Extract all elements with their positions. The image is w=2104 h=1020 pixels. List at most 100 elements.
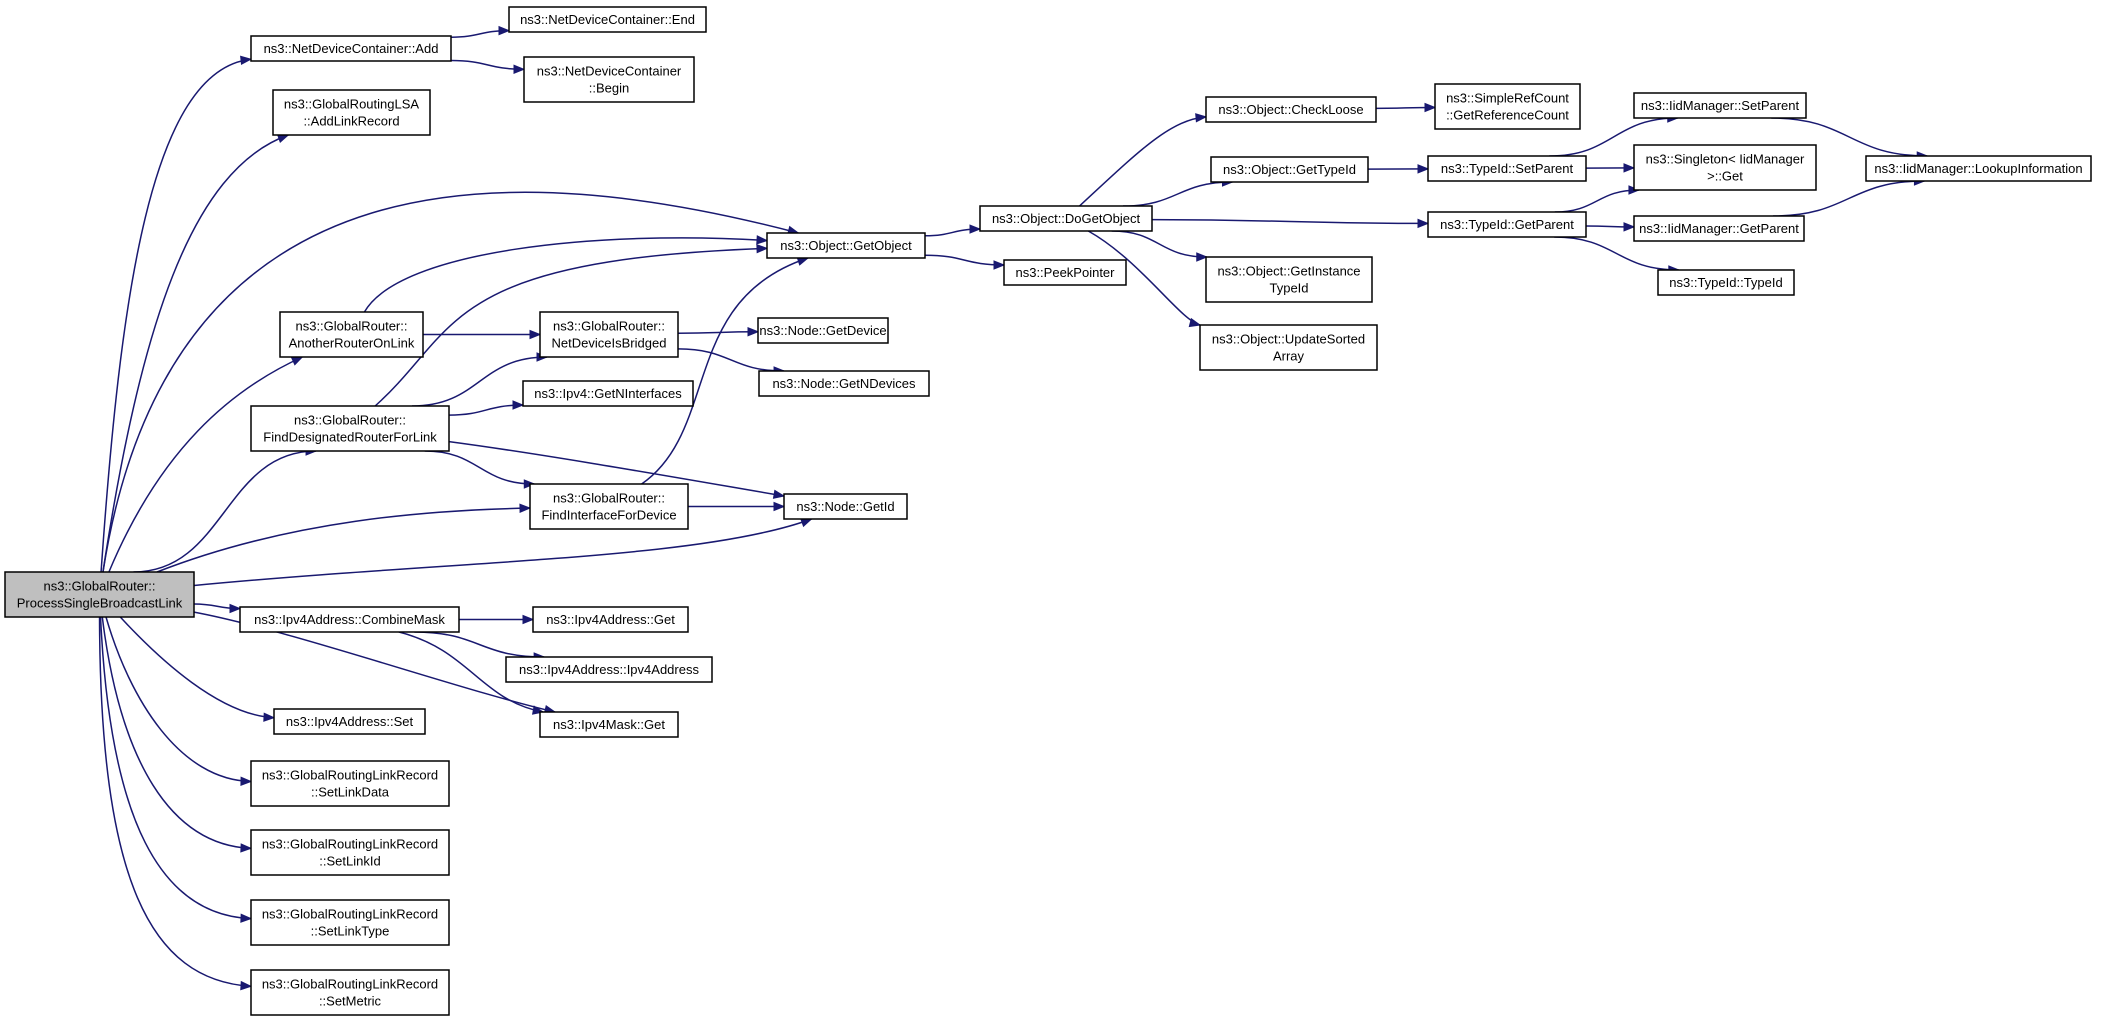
edge-net_device_container_add-to-net_device_container_begin [450,59,526,75]
node-label: ns3::GlobalRouter:: [295,319,407,334]
arrow-head [1417,164,1430,174]
node-global-routing-link-record-set-link-data[interactable]: ns3::GlobalRoutingLinkRecord::SetLinkDat… [250,760,450,807]
node-object-do-get-object[interactable]: ns3::Object::DoGetObject [979,205,1153,232]
node-box[interactable] [539,711,679,738]
node-box[interactable] [1427,155,1587,182]
node-global-routing-link-record-set-metric[interactable]: ns3::GlobalRoutingLinkRecord::SetMetric [250,969,450,1016]
node-singleton-iid-manager-get[interactable]: ns3::Singleton< IidManager >::Get [1633,144,1817,191]
node-node-get-device[interactable]: ns3::Node::GetDevice [757,317,889,344]
node-global-router-net-device-is-bridged[interactable]: ns3::GlobalRouter::NetDeviceIsBridged [539,311,679,358]
node-box[interactable] [1427,211,1587,238]
node-box[interactable] [1865,155,2092,182]
edge-type_id_set_parent-to-singleton_iid_manager_get [1585,163,1636,173]
node-box[interactable] [532,606,689,633]
node-box[interactable] [979,205,1153,232]
node-ipv4-address-combine-mask[interactable]: ns3::Ipv4Address::CombineMask [239,606,460,633]
node-box[interactable] [758,370,930,397]
node-box[interactable] [508,6,707,33]
arrow-head [512,400,525,410]
arrow-head [1188,317,1202,328]
node-global-router-find-designated-router-for-link[interactable]: ns3::GlobalRouter::FindDesignatedRouterF… [250,405,450,452]
node-type-id-set-parent[interactable]: ns3::TypeId::SetParent [1427,155,1587,182]
node-box[interactable] [1003,259,1127,286]
node-iid-manager-lookup-information[interactable]: ns3::IidManager::LookupInformation [1865,155,2092,182]
node-object-get-type-id[interactable]: ns3::Object::GetTypeId [1210,156,1369,183]
node-box[interactable] [1633,144,1817,191]
node-box[interactable] [1210,156,1369,183]
node-box[interactable] [1657,269,1795,296]
node-process-single-broadcast-link[interactable]: ns3::GlobalRouter::ProcessSingleBroadcas… [4,571,195,618]
node-box[interactable] [250,899,450,946]
node-box[interactable] [1199,324,1378,371]
node-box[interactable] [250,405,450,452]
node-box[interactable] [757,317,889,344]
arrow-head [756,235,769,245]
node-type-id-get-parent[interactable]: ns3::TypeId::GetParent [1427,211,1587,238]
node-box[interactable] [1205,96,1377,123]
node-box[interactable] [4,571,195,618]
node-label: ns3::GlobalRoutingLSA [284,97,419,112]
edge-line [398,631,544,713]
node-ipv4-address-get[interactable]: ns3::Ipv4Address::Get [532,606,689,633]
node-box[interactable] [273,708,426,735]
node-box[interactable] [250,760,450,807]
node-box[interactable] [766,232,926,259]
arrow-head [240,843,253,853]
node-label: ns3::Ipv4Address::Set [286,714,414,729]
node-simple-ref-count-get-reference-count[interactable]: ns3::SimpleRefCount::GetReferenceCount [1434,83,1581,130]
node-node-get-n-devices[interactable]: ns3::Node::GetNDevices [758,370,930,397]
node-global-router-find-interface-for-device[interactable]: ns3::GlobalRouter::FindInterfaceForDevic… [529,483,689,530]
node-box[interactable] [783,493,908,520]
node-box[interactable] [1633,215,1805,242]
node-label: ns3::TypeId::GetParent [1440,217,1574,232]
arrow-head [229,603,242,614]
node-ipv4-address-ipv4-address[interactable]: ns3::Ipv4Address::Ipv4Address [505,656,713,683]
node-box[interactable] [522,380,694,407]
node-object-check-loose[interactable]: ns3::Object::CheckLoose [1205,96,1377,123]
node-label: AnotherRouterOnLink [289,336,415,351]
node-global-routing-link-record-set-link-id[interactable]: ns3::GlobalRoutingLinkRecord::SetLinkId [250,829,450,876]
node-net-device-container-begin[interactable]: ns3::NetDeviceContainer::Begin [523,56,695,103]
arrow-head [522,614,535,625]
node-iid-manager-set-parent[interactable]: ns3::IidManager::SetParent [1633,92,1807,119]
node-type-id-type-id[interactable]: ns3::TypeId::TypeId [1657,269,1795,296]
node-global-router-another-router-on-link[interactable]: ns3::GlobalRouter::AnotherRouterOnLink [279,311,424,358]
node-object-get-object[interactable]: ns3::Object::GetObject [766,232,926,259]
edge-process_single_broadcast_link-to-ipv4_address_set [119,616,276,722]
node-box[interactable] [539,311,679,358]
arrow-head [290,356,304,366]
edge-line [1554,189,1639,213]
node-peek-pointer[interactable]: ns3::PeekPointer [1003,259,1127,286]
node-ipv4-mask-get[interactable]: ns3::Ipv4Mask::Get [539,711,679,738]
node-box[interactable] [239,606,460,633]
node-global-routing-link-record-set-link-type[interactable]: ns3::GlobalRoutingLinkRecord::SetLinkTyp… [250,899,450,946]
arrow-head [993,260,1006,270]
edge-global_router_find_interface_for_device-to-node_get_id [688,501,786,512]
node-global-routing-lsa-add-link-record[interactable]: ns3::GlobalRoutingLSA::AddLinkRecord [272,89,431,136]
node-net-device-container-end[interactable]: ns3::NetDeviceContainer::End [508,6,707,33]
node-box[interactable] [1633,92,1807,119]
node-box[interactable] [1434,83,1581,130]
node-box[interactable] [250,35,452,62]
node-node-get-id[interactable]: ns3::Node::GetId [783,493,908,520]
node-label: ns3::GlobalRouter:: [294,413,406,428]
arrow-head [1417,218,1430,229]
node-box[interactable] [279,311,424,358]
node-box[interactable] [250,829,450,876]
node-box[interactable] [523,56,695,103]
edge-line [1549,117,1678,157]
node-box[interactable] [1205,256,1373,303]
node-label: Array [1273,349,1305,364]
node-ipv4-get-n-interfaces[interactable]: ns3::Ipv4::GetNInterfaces [522,380,694,407]
node-net-device-container-add[interactable]: ns3::NetDeviceContainer::Add [250,35,452,62]
node-box[interactable] [505,656,713,683]
node-box[interactable] [272,89,431,136]
node-box[interactable] [529,483,689,530]
node-iid-manager-get-parent[interactable]: ns3::IidManager::GetParent [1633,215,1805,242]
node-label: ::AddLinkRecord [303,114,399,129]
node-box[interactable] [250,969,450,1016]
node-label: ns3::Object::UpdateSorted [1212,332,1365,347]
node-ipv4-address-set[interactable]: ns3::Ipv4Address::Set [273,708,426,735]
